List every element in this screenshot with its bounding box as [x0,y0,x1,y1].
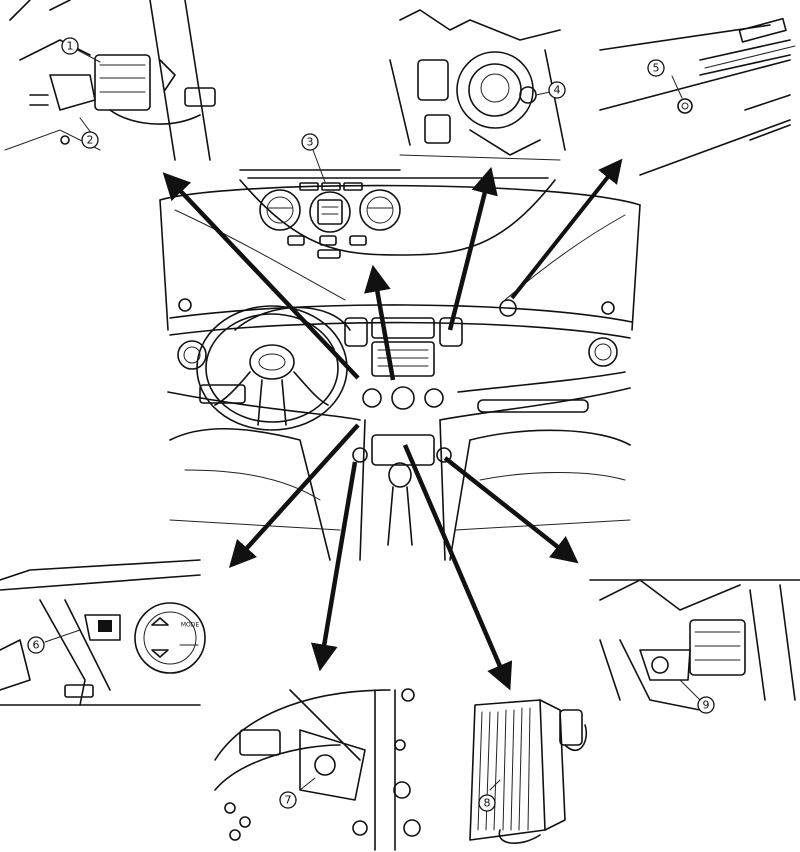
arrow-to-inset-9 [443,456,579,564]
inset-climate-panel [239,149,556,259]
inset-right-blower-motor [589,579,800,711]
arrow-to-inset-6 [228,423,360,569]
pointer-arrows [162,158,623,691]
mode-label: MODE [181,622,200,629]
callout-6-label: 6 [33,639,40,652]
inset-bottom-evaporator [469,699,587,845]
arrow-to-inset-1 [162,172,360,380]
arrow-to-inset-5 [510,158,623,300]
callout-1-label: 1 [67,40,74,53]
arrow-to-inset-8 [402,444,513,691]
callout-1: 1 [61,37,79,55]
callout-5: 5 [647,59,665,77]
inset-top-left-sensor [4,0,216,161]
arrow-to-inset-3 [364,264,396,381]
callout-9: 9 [697,696,715,714]
callout-7-label: 7 [285,794,292,807]
arrow-to-inset-4 [447,166,498,331]
callout-3-label: 3 [307,136,314,149]
steering-wheel [196,305,348,431]
arrow-to-inset-7 [310,461,358,672]
inset-top-right-sun-sensor [599,17,796,176]
callout-2: 2 [81,131,99,149]
callout-4-label: 4 [554,84,561,97]
callout-4: 4 [548,81,566,99]
callout-6: 6 [27,636,45,654]
inset-left-aspirator: MODE [0,559,206,706]
callout-5-label: 5 [653,62,660,75]
callout-8-label: 8 [484,797,491,810]
inset-bottom-intake-sensor [214,688,421,851]
central-dashboard-view [159,184,641,561]
callout-7: 7 [279,791,297,809]
callout-3: 3 [301,133,319,151]
callout-2-label: 2 [87,134,94,147]
inset-top-right-steering-column [389,9,566,161]
callout-9-label: 9 [703,699,710,712]
callout-8: 8 [478,794,496,812]
